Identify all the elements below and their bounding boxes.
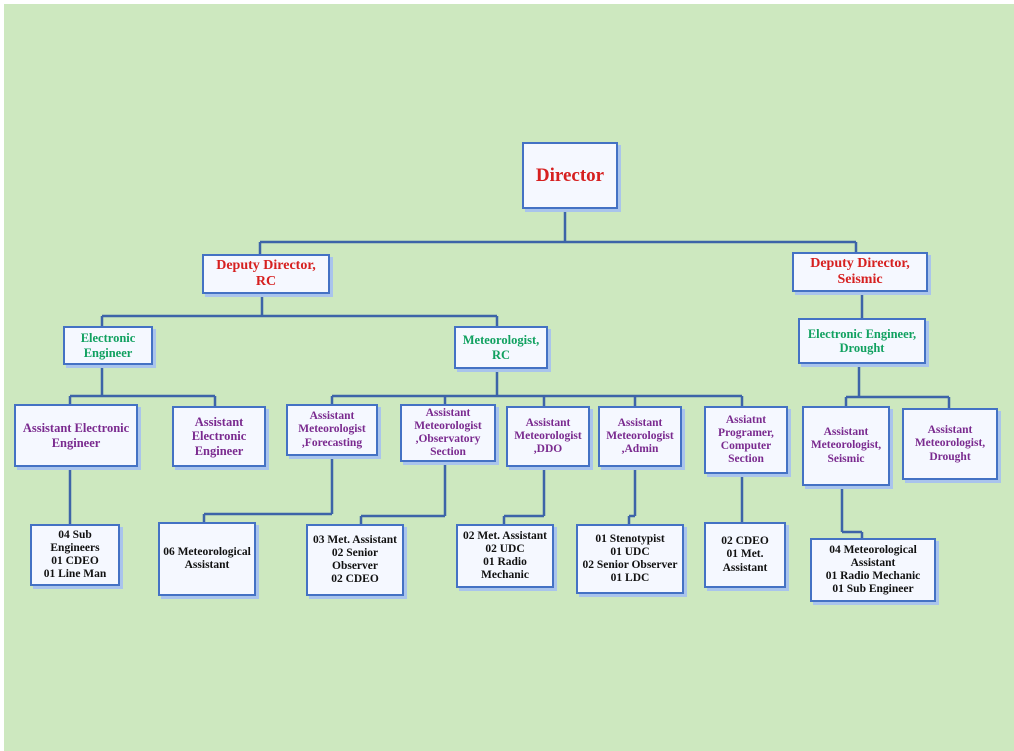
director-box[interactable]: Director (522, 142, 618, 209)
asst-met-forecasting-box[interactable]: Assistant Meteorologist ,Forecasting (286, 404, 378, 456)
staff-admin-line-4: 01 LDC (610, 572, 650, 585)
deputy-director-rc-box[interactable]: Deputy Director, RC (202, 254, 330, 294)
staff-admin-box[interactable]: 01 Stenotypist 01 UDC 02 Senior Observer… (576, 524, 684, 594)
connector-ddo-staff (502, 467, 546, 524)
deputy-director-seismic-label: Deputy Director, Seismic (810, 255, 910, 287)
staff-engineering-line-2: 01 CDEO (51, 555, 99, 567)
electronic-engineer-drought-box[interactable]: Electronic Engineer, Drought (798, 318, 926, 364)
asst-met-observatory-box[interactable]: Assistant Meteorologist ,Observatory Sec… (400, 404, 496, 462)
asst-met-ddo-label: Assistant Meteorologist ,DDO (514, 416, 582, 456)
electronic-engineer-box[interactable]: Electronic Engineer (63, 326, 153, 365)
staff-observatory-line-3: 02 CDEO (331, 573, 379, 586)
staff-ddo-line-1: 02 Met. Assistant (462, 529, 547, 542)
asst-programer-label: Assiatnt Programer, Computer Section (718, 413, 774, 466)
asst-met-seismic-box[interactable]: Assistant Meteorologist, Seismic (802, 406, 890, 486)
staff-computer-box[interactable]: 02 CDEO 01 Met. Assistant (704, 522, 786, 588)
staff-ddo-line-3: 01 Radio Mechanic (481, 556, 529, 582)
asst-met-admin-label: Assistant Meteorologist ,Admin (606, 416, 674, 456)
asst-met-forecasting-label: Assistant Meteorologist ,Forecasting (298, 410, 366, 449)
asst-met-seismic-label: Assistant Meteorologist, Seismic (810, 426, 882, 465)
asst-electronic-engineer-label-2: Assistant Electronic Engineer (191, 414, 247, 458)
asst-electronic-engineer-box-2[interactable]: Assistant Electronic Engineer (172, 406, 266, 467)
connector-electronic-engineer (68, 365, 217, 406)
connector-drought (844, 364, 951, 408)
staff-computer-line-2: 01 Met. Assistant (722, 548, 768, 574)
asst-met-drought-box[interactable]: Assistant Meteorologist, Drought (902, 408, 998, 480)
staff-seismic-line-2: 01 Radio Mechanic (825, 570, 921, 582)
meteorologist-rc-box[interactable]: Meteorologist, RC (454, 326, 548, 369)
electronic-engineer-drought-label: Electronic Engineer, Drought (807, 326, 917, 355)
connector-deputy-rc (100, 294, 499, 326)
staff-observatory-line-2: 02 Senior Observer (331, 546, 379, 572)
staff-forecasting-line-1: 06 Meteorological Assistant (163, 545, 251, 571)
staff-admin-line-2: 01 UDC (610, 545, 650, 558)
staff-engineering-line-3: 01 Line Man (43, 568, 107, 581)
asst-electronic-engineer-box-1[interactable]: Assistant Electronic Engineer (14, 404, 138, 467)
asst-met-observatory-label: Assistant Meteorologist ,Observatory Sec… (414, 406, 482, 459)
asst-programer-box[interactable]: Assiatnt Programer, Computer Section (704, 406, 788, 474)
director-label: Director (535, 164, 605, 186)
staff-forecasting-box[interactable]: 06 Meteorological Assistant (158, 522, 256, 596)
org-chart-canvas: Director Deputy Director, RC Deputy Dire… (4, 4, 1014, 751)
connector-seismic-staff (840, 486, 864, 538)
staff-seismic-box[interactable]: 04 Meteorological Assistant 01 Radio Mec… (810, 538, 936, 602)
deputy-director-rc-label: Deputy Director, RC (216, 257, 316, 289)
connector-admin-staff (627, 467, 637, 524)
staff-engineering-box[interactable]: 04 Sub Engineers 01 CDEO 01 Line Man (30, 524, 120, 586)
staff-observatory-line-1: 03 Met. Assistant (312, 533, 397, 546)
meteorologist-rc-label: Meteorologist, RC (462, 333, 540, 362)
electronic-engineer-label: Electronic Engineer (80, 331, 136, 360)
asst-electronic-engineer-label-1: Assistant Electronic Engineer (22, 421, 130, 450)
asst-met-drought-label: Assistant Meteorologist, Drought (914, 424, 986, 463)
deputy-director-seismic-box[interactable]: Deputy Director, Seismic (792, 252, 928, 292)
staff-admin-line-1: 01 Stenotypist (595, 532, 665, 545)
staff-ddo-line-2: 02 UDC (485, 542, 525, 555)
staff-seismic-line-1: 04 Meteorological Assistant (829, 543, 917, 569)
connector-meteorologist-rc (330, 369, 744, 406)
asst-met-admin-box[interactable]: Assistant Meteorologist ,Admin (598, 406, 682, 467)
staff-ddo-box[interactable]: 02 Met. Assistant 02 UDC 01 Radio Mechan… (456, 524, 554, 588)
staff-engineering-line-1: 04 Sub Engineers (50, 528, 100, 554)
connector-director (258, 209, 858, 256)
connector-forecasting-staff (202, 456, 334, 522)
staff-seismic-line-3: 01 Sub Engineer (832, 583, 914, 596)
staff-computer-line-1: 02 CDEO (721, 535, 769, 548)
asst-met-ddo-box[interactable]: Assistant Meteorologist ,DDO (506, 406, 590, 467)
staff-observatory-box[interactable]: 03 Met. Assistant 02 Senior Observer 02 … (306, 524, 404, 596)
connector-lines (68, 209, 951, 538)
staff-admin-line-3: 02 Senior Observer (582, 559, 678, 571)
connector-observatory-staff (359, 462, 447, 524)
